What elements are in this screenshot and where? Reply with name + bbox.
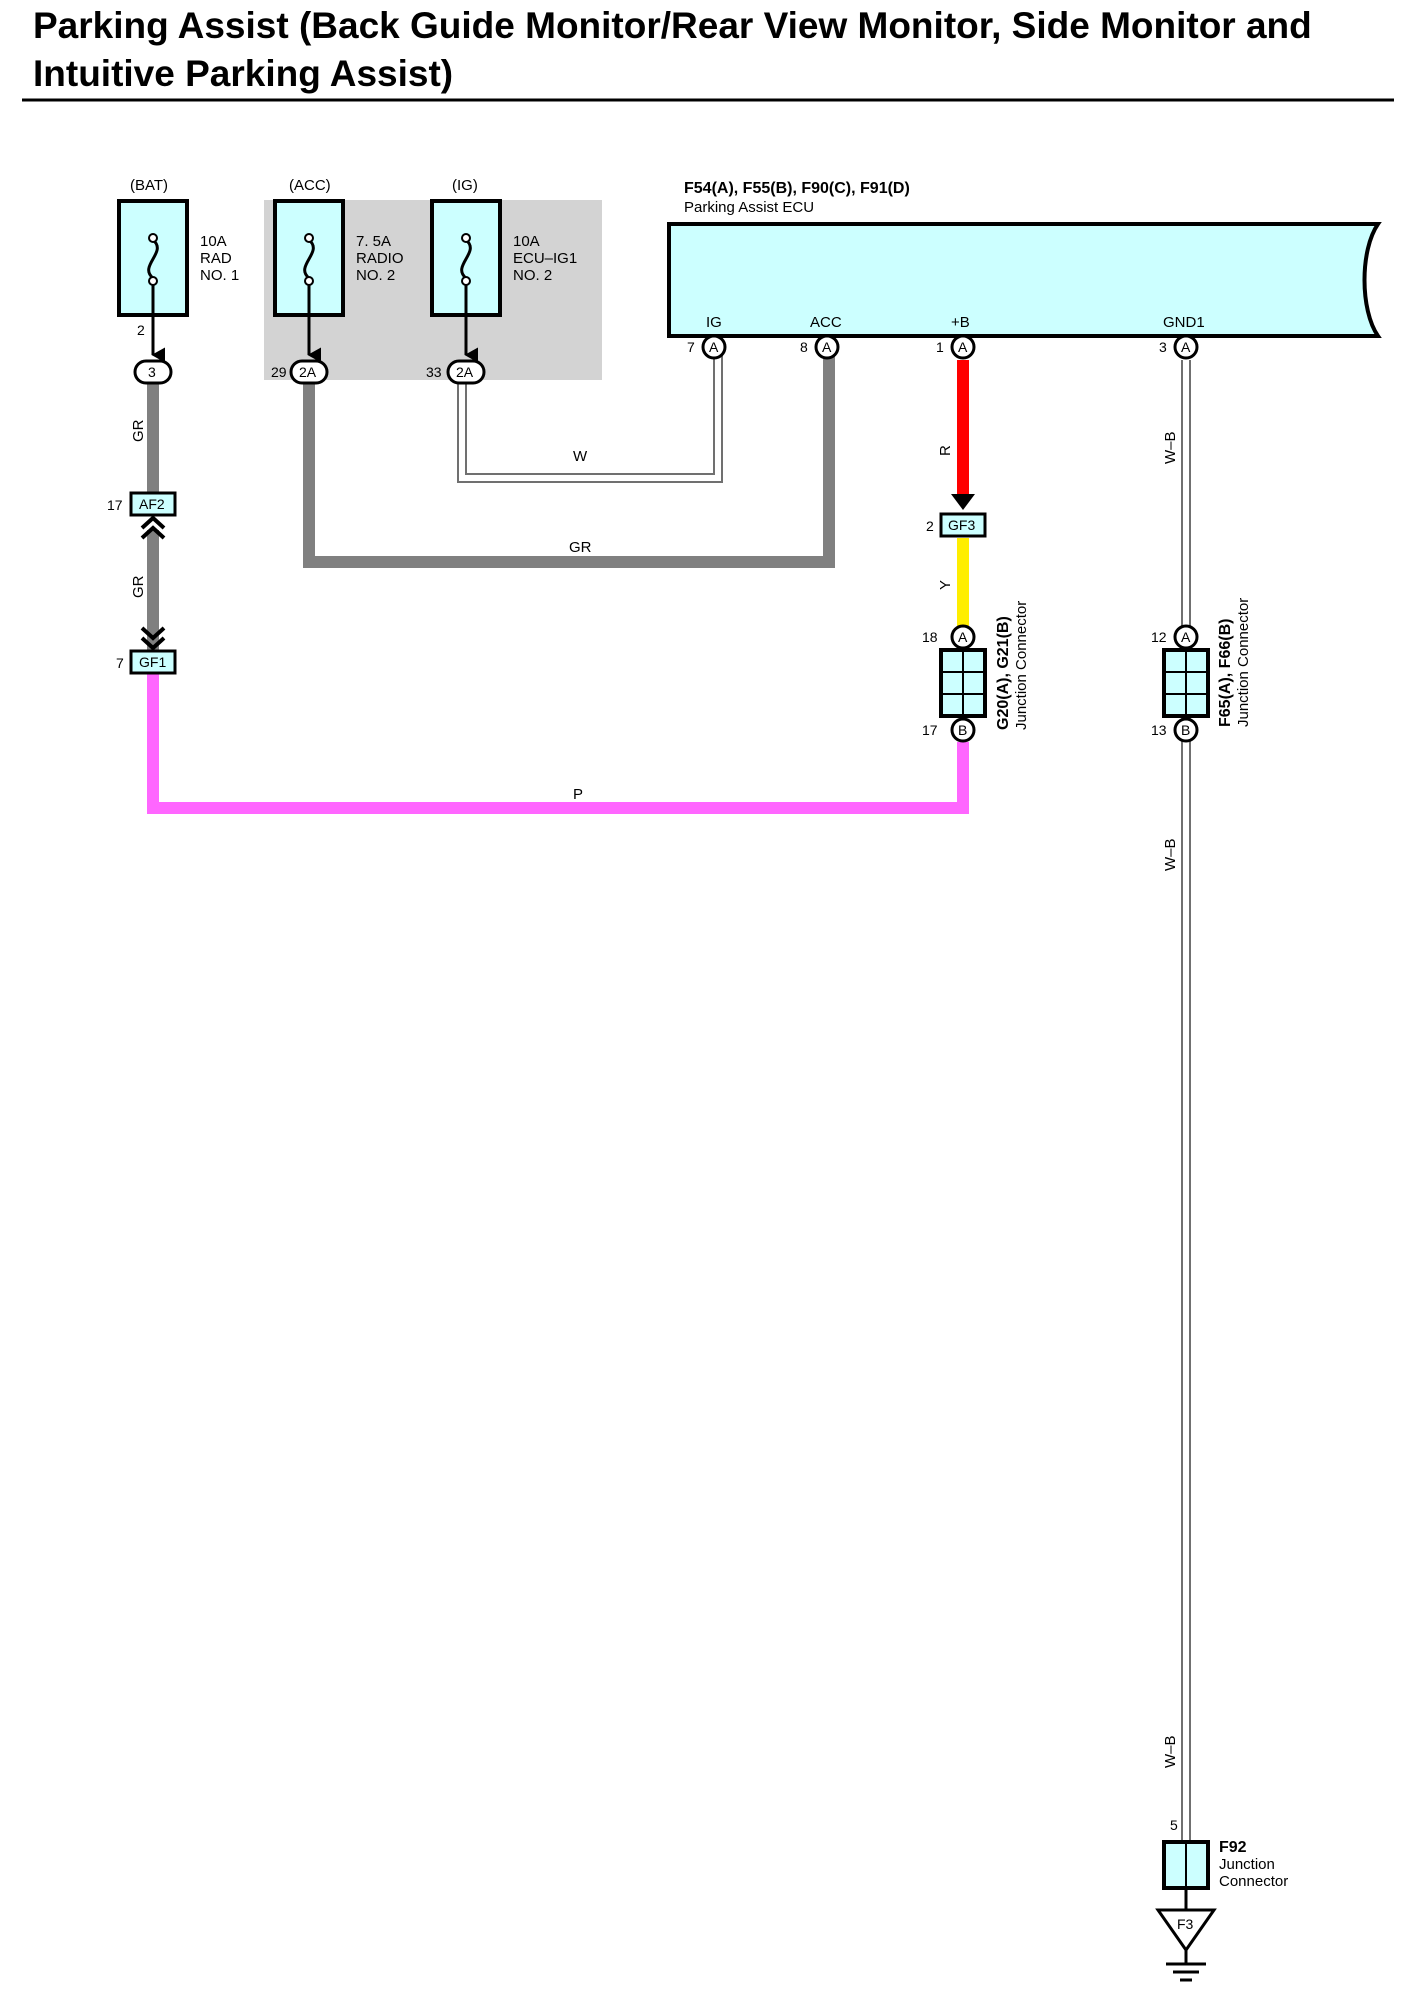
fuse-ig-terminal-top: [461, 233, 471, 243]
fuse-ig-source: (IG): [452, 177, 478, 194]
fuse-ig-name2: NO. 2: [513, 267, 552, 284]
af2-connector: [129, 491, 177, 517]
fuse-ig-terminal-bottom: [461, 276, 471, 286]
wire-label-bat-lower: GR: [130, 575, 147, 598]
fuse-bat-connector-label: 3: [148, 364, 156, 380]
ecu-terminal-gnd1-pin: 3: [1159, 339, 1167, 355]
fuse-ig-connector: [446, 359, 486, 385]
f65-pin-top: 12: [1151, 629, 1167, 645]
fuse-bat-rating: 10A: [200, 233, 227, 250]
wire-label-gnd-lower: W–B: [1162, 1735, 1179, 1768]
gf1-pin: 7: [116, 655, 124, 671]
gf3-pin: 2: [926, 518, 934, 534]
gf1-connector: [129, 649, 177, 675]
f65-conn-bottom: B: [1181, 722, 1190, 738]
fuse-ig-connector-label: 2A: [456, 364, 474, 380]
fuse-acc-terminal-top: [304, 233, 314, 243]
wire-label-gnd-upper: W–B: [1162, 431, 1179, 464]
wire-label-ig: W: [573, 448, 588, 465]
g20-pin-top: 18: [922, 629, 938, 645]
fuse-acc-rating: 7. 5A: [356, 233, 391, 250]
ecu-terminal-gnd1: [1173, 334, 1199, 360]
ecu-terminal-acc-name: ACC: [810, 314, 842, 331]
gf3-arrow-icon: [951, 494, 975, 510]
fuse-ig-icon: [460, 238, 472, 280]
ecu-name: Parking Assist ECU: [684, 199, 814, 216]
ecu-terminal-plusb: [950, 334, 976, 360]
wire-label-gf3: Y: [937, 580, 954, 590]
f92-pin: 5: [1170, 1817, 1178, 1833]
fuse-bat-terminal-top: [148, 233, 158, 243]
wire-label-bat-upper: GR: [130, 419, 147, 442]
f65-name: Junction Connector: [1235, 598, 1252, 727]
af2-chevron-icon: [140, 515, 166, 540]
fuse-bat-icon: [147, 238, 159, 280]
f92-name1: Junction: [1219, 1856, 1275, 1873]
wire-p: [147, 672, 969, 814]
ecu-terminal-acc-pin: 8: [800, 339, 808, 355]
fuse-acc-name1: RADIO: [356, 250, 404, 267]
wire-gr-acc: [303, 348, 835, 568]
ecu-terminal-plusb-pin: 1: [936, 339, 944, 355]
ecu-terminal-acc: [814, 334, 840, 360]
fuse-ig-rating: 10A: [513, 233, 540, 250]
g20-ids: G20(A), G21(B): [995, 616, 1012, 730]
gf1-chevron-icon: [140, 626, 166, 651]
f92-name2: Connector: [1219, 1873, 1288, 1890]
g20-conn-bottom: B: [958, 722, 967, 738]
fuse-acc-terminal-bottom: [304, 276, 314, 286]
fuse-bat-pin: 2: [137, 322, 145, 338]
f65-terminal-bottom: [1173, 717, 1199, 743]
ecu-terminal-ig: [701, 334, 727, 360]
ecu-connector-ids: F54(A), F55(B), F90(C), F91(D): [684, 180, 910, 197]
wire-label-plusb: R: [937, 445, 954, 456]
fuse-acc-icon: [303, 238, 315, 280]
page-title: Parking Assist (Back Guide Monitor/Rear …: [33, 5, 1312, 94]
af2-pin: 17: [107, 497, 123, 513]
fuse-bat-source: (BAT): [130, 177, 168, 194]
f65-pin-bottom: 13: [1151, 722, 1167, 738]
ecu-terminal-ig-conn: A: [709, 339, 719, 355]
fuse-bat-terminal-bottom: [148, 276, 158, 286]
gf3-connector: [939, 512, 987, 538]
ecu-terminal-acc-conn: A: [822, 339, 832, 355]
wire-w-ig-inner: [459, 348, 721, 481]
ecu-terminal-gnd1-conn: A: [1181, 339, 1191, 355]
fuse-bat-connector: [133, 359, 173, 385]
ecu-terminal-gnd1-name: GND1: [1163, 314, 1205, 331]
ecu-box: [667, 222, 1382, 338]
ecu-terminal-ig-name: IG: [706, 314, 722, 331]
fuse-ig-pin: 33: [426, 364, 442, 380]
fuse-bat-name2: NO. 1: [200, 267, 239, 284]
f92-id: F92: [1219, 1839, 1247, 1856]
gf3-label: GF3: [948, 517, 975, 533]
wire-label-p: P: [573, 786, 583, 803]
fuse-bat-name1: RAD: [200, 250, 232, 267]
fuse-acc-connector-label: 2A: [299, 364, 317, 380]
fuse-acc-source: (ACC): [289, 177, 331, 194]
g20-conn-top: A: [958, 629, 968, 645]
fuse-acc-name2: NO. 2: [356, 267, 395, 284]
ground-label: F3: [1177, 1916, 1194, 1932]
f65-ids: F65(A), F66(B): [1217, 619, 1234, 727]
af2-label: AF2: [139, 496, 165, 512]
ecu-terminal-plusb-conn: A: [958, 339, 968, 355]
wire-label-gnd-mid: W–B: [1162, 838, 1179, 871]
g20-terminal-bottom: [950, 717, 976, 743]
fuse-ig-name1: ECU–IG1: [513, 250, 577, 267]
g20-pin-bottom: 17: [922, 722, 938, 738]
fuse-acc-connector: [289, 359, 329, 385]
g20-name: Junction Connector: [1013, 601, 1030, 730]
f65-conn-top: A: [1181, 629, 1191, 645]
wire-label-acc: GR: [569, 539, 592, 556]
ground-triangle: [1155, 1908, 1217, 1953]
fuse-acc-pin: 29: [271, 364, 287, 380]
gf1-label: GF1: [139, 654, 166, 670]
ecu-terminal-plusb-name: +B: [951, 314, 970, 331]
ecu-terminal-ig-pin: 7: [687, 339, 695, 355]
